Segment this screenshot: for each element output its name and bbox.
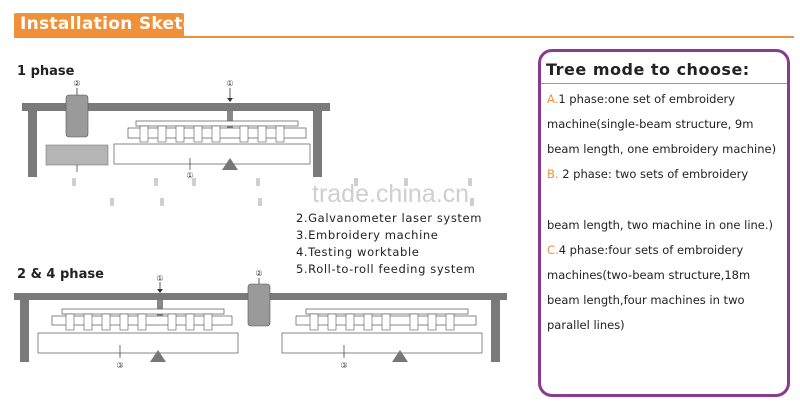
phase1-sketch xyxy=(22,88,474,206)
legend-item: 4.Testing worktable xyxy=(296,245,420,259)
beam-leg-left xyxy=(28,111,37,177)
phase24-sketch xyxy=(14,278,507,362)
marker-1: ① xyxy=(226,79,233,88)
page-title: Installation Sketch: xyxy=(20,14,213,34)
embroidery-machine-left xyxy=(37,308,239,362)
legend-item: 2.Galvanometer laser system xyxy=(296,211,483,225)
legend-item: 5.Roll-to-roll feeding system xyxy=(296,262,476,276)
mode-c-line4: parallel lines) xyxy=(547,318,625,332)
marker-2: ② xyxy=(73,79,80,88)
mode-c-letter: C. xyxy=(547,243,559,257)
embroidery-machine-right xyxy=(281,308,483,362)
phase1-label: 1 phase xyxy=(17,64,75,79)
mode-c-line3: beam length,four machines in two xyxy=(547,293,745,307)
watermark: trade.china.cn xyxy=(312,180,470,208)
mode-b-letter: B. xyxy=(547,167,559,181)
mode-a-line2: machine(single-beam structure, 9m xyxy=(547,117,754,131)
galvanometer-head xyxy=(65,94,89,138)
mode-a-line3: beam length, one embroidery machine) xyxy=(547,142,777,156)
beam-leg-right xyxy=(313,111,322,177)
panel-divider xyxy=(541,83,787,84)
roll-feeder xyxy=(45,144,109,166)
marker-2-b: ② xyxy=(255,269,262,278)
mode-c-line2: machines(two-beam structure,18m xyxy=(547,268,751,282)
marker-3-left: ③ xyxy=(116,361,123,370)
mode-a-line1: A.1 phase:one set of embroidery xyxy=(547,92,736,106)
marker-1-lower: ① xyxy=(186,171,193,180)
legend-item: 3.Embroidery machine xyxy=(296,228,439,242)
embroidery-machine xyxy=(113,120,311,170)
mode-panel xyxy=(538,49,790,397)
legend: 2.Galvanometer laser system 3.Embroidery… xyxy=(296,210,482,278)
panel-title: Tree mode to choose: xyxy=(546,60,750,79)
marker-3-right: ③ xyxy=(340,361,347,370)
mode-a-letter: A. xyxy=(547,92,559,106)
phase24-label: 2 & 4 phase xyxy=(17,267,104,282)
header-bar xyxy=(14,13,184,37)
mode-c-line1: C.4 phase:four sets of embroidery xyxy=(547,243,744,257)
header-divider xyxy=(14,36,794,38)
mode-b-line1: B. 2 phase: two sets of embroidery xyxy=(547,167,749,181)
mode-b-line3: beam length, two machine in one line.) xyxy=(547,218,774,232)
marker-1-b: ① xyxy=(156,274,163,283)
beam xyxy=(22,103,330,111)
